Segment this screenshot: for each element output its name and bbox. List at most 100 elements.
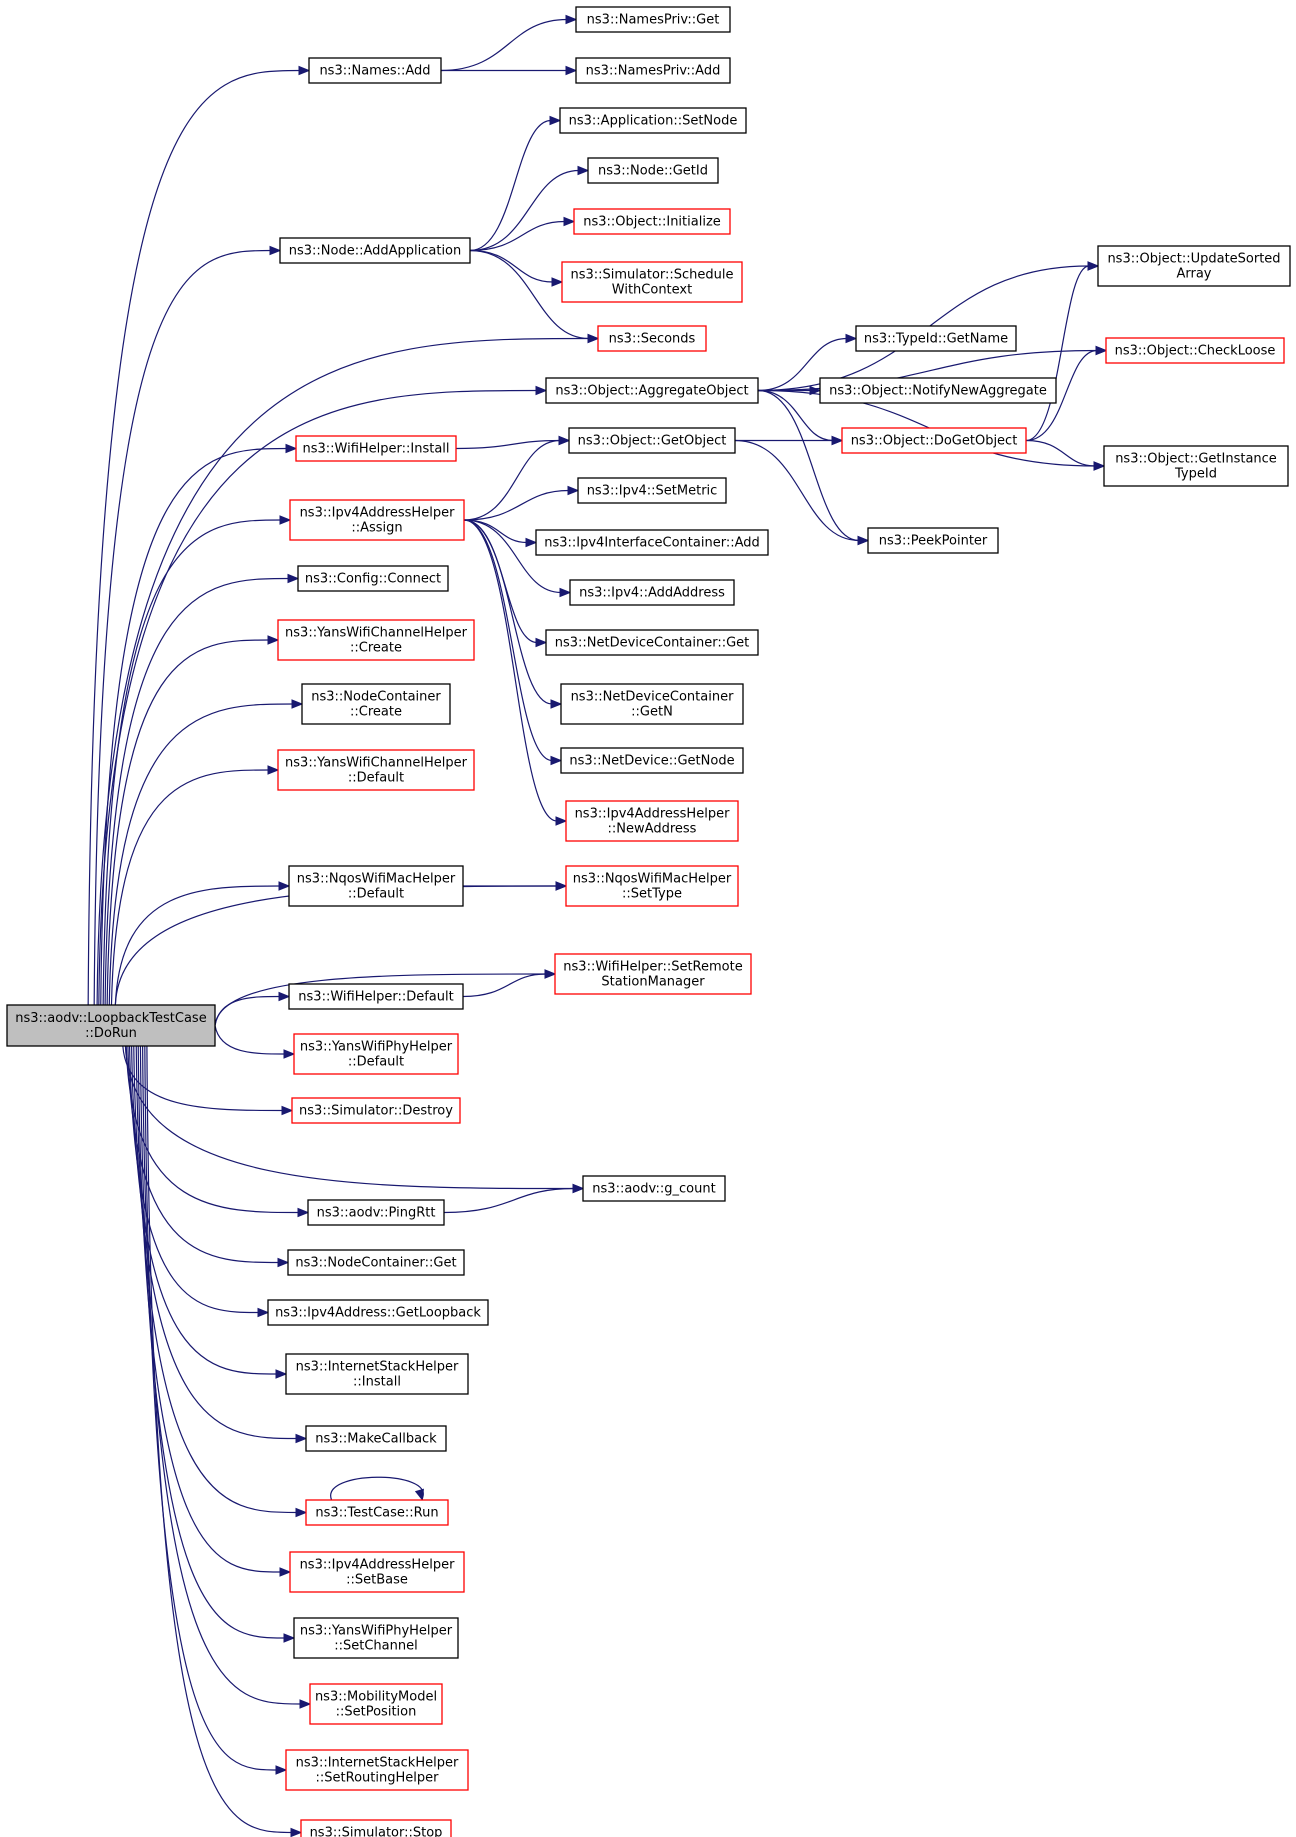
node-box: [597, 325, 707, 352]
node-testcase-run[interactable]: ns3::TestCase::Run: [305, 1499, 449, 1526]
node-box: [545, 629, 759, 656]
node-aodv-pingrtt[interactable]: ns3::aodv::PingRtt: [307, 1199, 445, 1226]
node-ipv4-setmetric[interactable]: ns3::Ipv4::SetMetric: [577, 477, 727, 504]
node-label-line: ::SetRoutingHelper: [316, 1771, 440, 1786]
node-wifi-install[interactable]: ns3::WifiHelper::Install: [295, 435, 457, 462]
node-box: [582, 1175, 726, 1202]
node-label-line: ns3::Ipv4AddressHelper: [300, 1558, 456, 1573]
node-names-add[interactable]: ns3::Names::Add: [308, 57, 442, 84]
node-label-line: ns3::aodv::g_count: [592, 1182, 715, 1197]
call-edge-dorun-to-ipv4addr_setbase: [137, 1045, 292, 1577]
node-sim-stop[interactable]: ns3::Simulator::Stop: [300, 1819, 452, 1837]
node-label-line: ns3::NamesPriv::Add: [586, 64, 721, 79]
node-label-line: ns3::YansWifiChannelHelper: [285, 626, 468, 641]
node-label-line: ::Install: [353, 1375, 401, 1390]
call-edge-obj_aggregate-to-peekpointer: [757, 389, 870, 546]
node-obj-initialize[interactable]: ns3::Object::Initialize: [573, 208, 731, 235]
call-edge-ipv4addr_assign-to-ipv4_setmetric: [463, 485, 580, 521]
node-obj-aggregate[interactable]: ns3::Object::AggregateObject: [545, 377, 759, 404]
node-namespriv-get[interactable]: ns3::NamesPriv::Get: [575, 6, 731, 33]
node-label-line: ::Default: [348, 771, 404, 786]
node-makecallback[interactable]: ns3::MakeCallback: [305, 1425, 447, 1452]
node-seconds[interactable]: ns3::Seconds: [597, 325, 707, 352]
call-edge-dorun-to-mobility_setpos: [142, 1045, 312, 1709]
node-box: [573, 208, 731, 235]
node-ish-install[interactable]: ns3::InternetStackHelper::Install: [285, 1353, 469, 1395]
call-edge-wifi_install-to-obj_getobject: [455, 435, 571, 450]
node-label-line: ns3::Ipv4AddressHelper: [575, 807, 731, 822]
node-box: [560, 747, 744, 774]
node-app-setnode[interactable]: ns3::Application::SetNode: [559, 107, 747, 134]
node-obj-notify[interactable]: ns3::Object::NotifyNewAggregate: [819, 377, 1057, 404]
node-box: [295, 435, 457, 462]
node-ipv4addr-assign[interactable]: ns3::Ipv4AddressHelper::Assign: [289, 499, 465, 541]
node-ipv4address-getloop[interactable]: ns3::Ipv4Address::GetLoopback: [267, 1299, 489, 1326]
call-edge-testcase_run-to-testcase_run: [330, 1476, 424, 1502]
node-wifi-default[interactable]: ns3::WifiHelper::Default: [288, 983, 464, 1010]
call-edge-obj_getobject-to-peekpointer: [734, 439, 870, 546]
node-obj-getobject[interactable]: ns3::Object::GetObject: [568, 427, 736, 454]
call-edge-node_addapp-to-seconds: [469, 249, 600, 344]
node-node-getid[interactable]: ns3::Node::GetId: [587, 157, 719, 184]
node-namespriv-add[interactable]: ns3::NamesPriv::Add: [575, 57, 731, 84]
node-yanschan-default[interactable]: ns3::YansWifiChannelHelper::Default: [277, 749, 475, 791]
call-edge-dorun-to-node_addapp: [93, 245, 282, 1006]
node-box: [300, 1819, 452, 1837]
node-label-line: ns3::Ipv4InterfaceContainer::Add: [544, 536, 760, 551]
node-box: [307, 1199, 445, 1226]
node-box: [559, 107, 747, 134]
call-edge-dorun-to-sim_destroy: [122, 1045, 294, 1116]
node-node-addapp[interactable]: ns3::Node::AddApplication: [279, 237, 471, 264]
node-yansphy-default[interactable]: ns3::YansWifiPhyHelper::Default: [293, 1033, 459, 1075]
node-yanschan-create[interactable]: ns3::YansWifiChannelHelper::Create: [277, 619, 475, 661]
node-mobility-setpos[interactable]: ns3::MobilityModel::SetPosition: [309, 1683, 443, 1725]
node-label-line: ns3::NamesPriv::Get: [587, 13, 720, 28]
call-edge-obj_dogetobject-to-obj_checkloose: [1025, 345, 1108, 442]
node-obj-checkloose[interactable]: ns3::Object::CheckLoose: [1105, 337, 1285, 364]
node-config-connect[interactable]: ns3::Config::Connect: [297, 565, 449, 592]
node-peekpointer[interactable]: ns3::PeekPointer: [867, 527, 999, 554]
node-dorun[interactable]: ns3::aodv::LoopbackTestCase::DoRun: [6, 1004, 216, 1047]
node-label-line: ns3::aodv::LoopbackTestCase: [15, 1011, 206, 1026]
node-box: [575, 6, 731, 33]
node-label-line: ns3::Seconds: [609, 332, 696, 347]
node-typeid-getname[interactable]: ns3::TypeId::GetName: [855, 325, 1017, 352]
node-box: [565, 865, 739, 907]
node-box: [308, 57, 442, 84]
node-aodv-gcount[interactable]: ns3::aodv::g_count: [582, 1175, 726, 1202]
node-obj-dogetobject[interactable]: ns3::Object::DoGetObject: [841, 427, 1027, 454]
node-nodecont-get[interactable]: ns3::NodeContainer::Get: [287, 1249, 465, 1276]
node-sim-destroy[interactable]: ns3::Simulator::Destroy: [291, 1097, 461, 1124]
node-ipv4addr-newaddr[interactable]: ns3::Ipv4AddressHelper::NewAddress: [565, 800, 739, 842]
call-edge-node_addapp-to-node_getid: [469, 165, 590, 252]
node-box: [297, 565, 449, 592]
node-ish-setrouting[interactable]: ns3::InternetStackHelper::SetRoutingHelp…: [285, 1749, 469, 1791]
node-ipv4ic-add[interactable]: ns3::Ipv4InterfaceContainer::Add: [535, 529, 769, 556]
node-ipv4-addaddress[interactable]: ns3::Ipv4::AddAddress: [569, 579, 735, 606]
node-label-line: ns3::WifiHelper::SetRemote: [563, 960, 742, 975]
node-yansphy-setchannel[interactable]: ns3::YansWifiPhyHelper::SetChannel: [293, 1617, 459, 1659]
node-nodecont-create[interactable]: ns3::NodeContainer::Create: [301, 683, 451, 725]
node-ndc-get[interactable]: ns3::NetDeviceContainer::Get: [545, 629, 759, 656]
node-nqos-default[interactable]: ns3::NqosWifiMacHelper::Default: [288, 865, 464, 907]
call-edge-dorun-to-aodv_pingrtt: [125, 1045, 310, 1218]
call-edge-obj_dogetobject-to-obj_getinstance: [1025, 439, 1106, 471]
node-label-line: ::SetType: [622, 887, 682, 902]
node-label-line: ns3::Object::UpdateSorted: [1107, 252, 1280, 267]
node-ndc-getn[interactable]: ns3::NetDeviceContainer::GetN: [560, 683, 744, 725]
node-nqos-settype[interactable]: ns3::NqosWifiMacHelper::SetType: [565, 865, 739, 907]
node-label-line: ns3::WifiHelper::Install: [302, 442, 449, 457]
node-box: [277, 619, 475, 661]
node-box: [554, 953, 752, 995]
call-edge-dorun-to-yanschan_create: [106, 635, 280, 1006]
node-box: [289, 1551, 465, 1593]
node-label-line: ::Create: [350, 705, 402, 720]
node-box: [288, 983, 464, 1010]
node-ipv4addr-setbase[interactable]: ns3::Ipv4AddressHelper::SetBase: [289, 1551, 465, 1593]
node-netdev-getnode[interactable]: ns3::NetDevice::GetNode: [560, 747, 744, 774]
